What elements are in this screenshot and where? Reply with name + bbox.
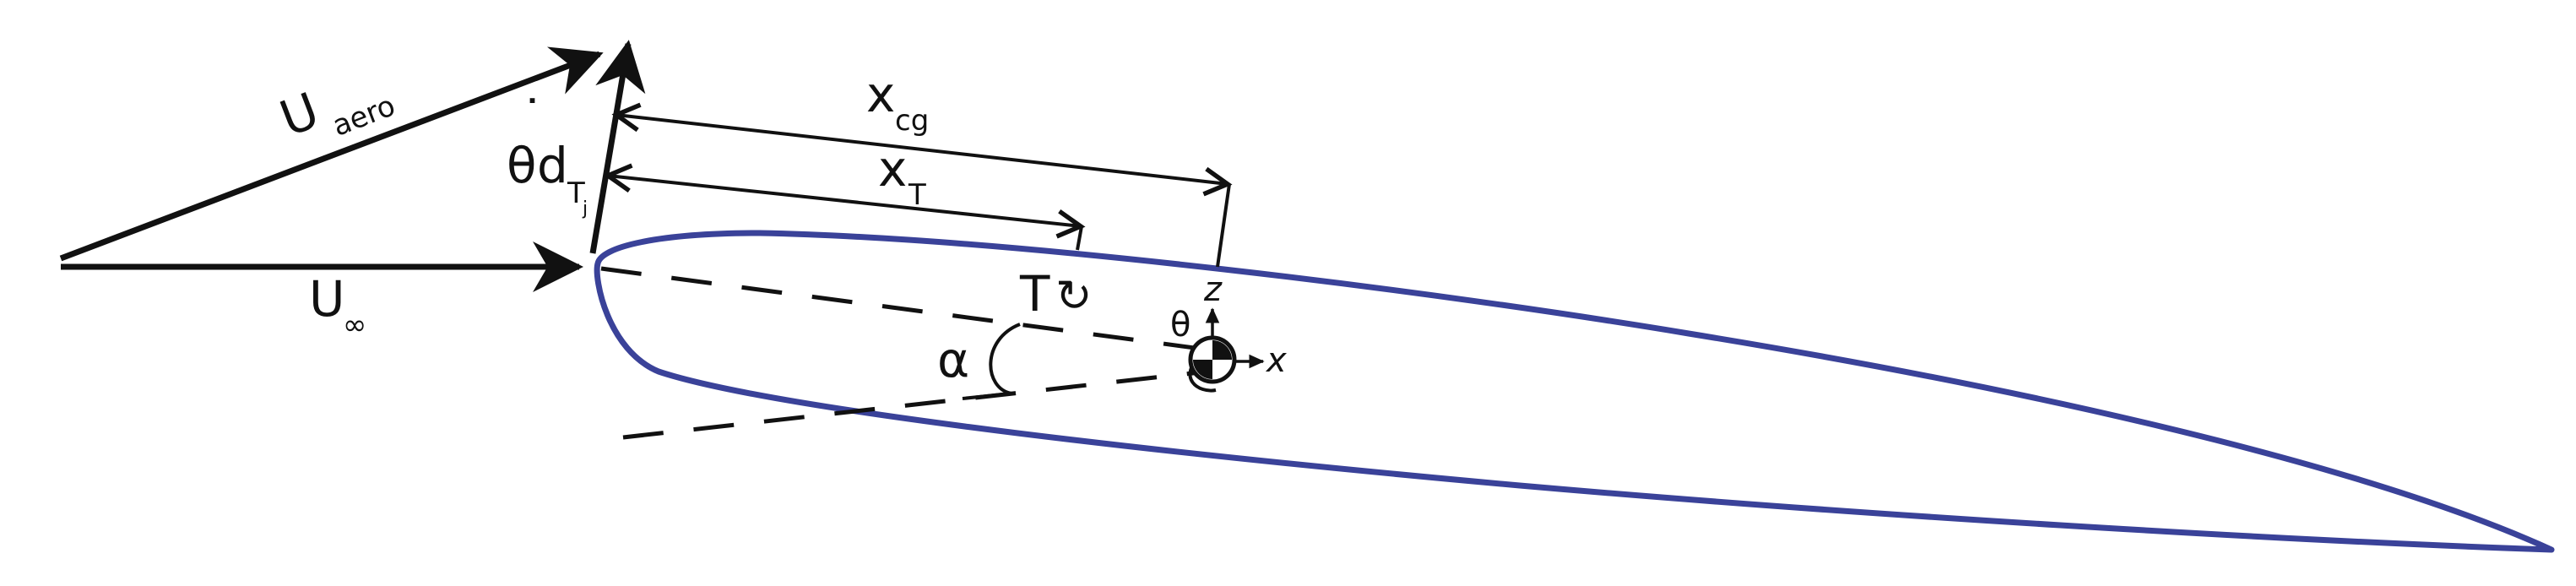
alpha-angle-arc bbox=[962, 323, 1021, 400]
airfoil-outline bbox=[594, 230, 2555, 553]
x-t-dimension bbox=[603, 163, 1086, 239]
x-t-extension-line bbox=[1076, 225, 1083, 251]
theta-dot-d-label: ˙ θ d T j bbox=[507, 90, 588, 220]
z-axis-label: z bbox=[1203, 270, 1223, 309]
svg-text:d: d bbox=[537, 137, 568, 194]
u-infinity-label: U ∞ bbox=[309, 270, 366, 342]
svg-text:˙: ˙ bbox=[520, 90, 545, 147]
svg-text:U: U bbox=[309, 270, 344, 328]
svg-text:x: x bbox=[878, 140, 907, 198]
svg-text:cg: cg bbox=[895, 104, 929, 138]
theta-dot-d-arrow bbox=[589, 40, 646, 254]
chord-line bbox=[600, 266, 1208, 352]
svg-text:U: U bbox=[273, 81, 327, 148]
x-axis-label: x bbox=[1265, 341, 1287, 380]
svg-text:T: T bbox=[908, 178, 926, 212]
torque-label: T bbox=[1019, 265, 1050, 323]
x-cg-extension-line bbox=[1216, 183, 1231, 268]
svg-text:x: x bbox=[866, 66, 895, 123]
svg-text:∞: ∞ bbox=[343, 308, 366, 342]
theta-label: θ bbox=[1170, 306, 1190, 345]
svg-text:θ: θ bbox=[507, 137, 537, 194]
x-t-label: x T bbox=[878, 140, 926, 212]
center-of-gravity-icon bbox=[1188, 335, 1237, 384]
u-aero-label: U aero bbox=[273, 81, 400, 148]
x-cg-dimension bbox=[611, 102, 1233, 197]
freestream-reference-line bbox=[622, 369, 1208, 440]
torque-rotation-icon: ↻ bbox=[1055, 271, 1093, 322]
u-aero-arrow bbox=[59, 46, 604, 262]
svg-text:j: j bbox=[582, 198, 588, 220]
x-cg-label: x cg bbox=[866, 66, 929, 138]
alpha-label: α bbox=[937, 331, 969, 388]
svg-text:T: T bbox=[567, 176, 585, 210]
